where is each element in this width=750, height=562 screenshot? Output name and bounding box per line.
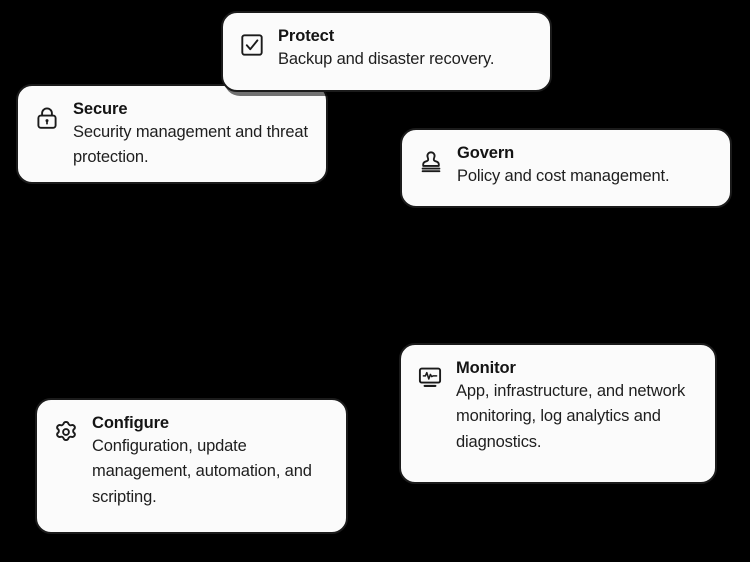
padlock-icon: [32, 103, 62, 133]
capability-card-text: Protect Backup and disaster recovery.: [278, 26, 534, 72]
stamp-icon: [416, 147, 446, 177]
card-title: Secure: [73, 100, 128, 118]
capability-card-configure[interactable]: Configure Configuration, update manageme…: [35, 398, 348, 534]
capability-card-text: Govern Policy and cost management.: [457, 143, 714, 189]
capability-card-text: Monitor App, infrastructure, and network…: [456, 358, 699, 455]
card-description: Security management and threat protectio…: [73, 123, 308, 167]
capability-card-govern[interactable]: Govern Policy and cost management.: [400, 128, 732, 208]
capability-card-monitor[interactable]: Monitor App, infrastructure, and network…: [399, 343, 717, 484]
card-title: Monitor: [456, 359, 516, 377]
card-title: Govern: [457, 144, 515, 162]
gear-icon: [51, 417, 81, 447]
card-description: Policy and cost management.: [457, 167, 670, 186]
capability-card-text: Secure Security management and threat pr…: [73, 99, 310, 171]
card-title: Protect: [278, 27, 335, 45]
card-description: Backup and disaster recovery.: [278, 50, 495, 69]
capability-card-secure[interactable]: Secure Security management and threat pr…: [16, 84, 328, 184]
card-title: Configure: [92, 414, 170, 432]
capability-card-protect[interactable]: Protect Backup and disaster recovery.: [221, 11, 552, 92]
capability-card-text: Configure Configuration, update manageme…: [92, 413, 330, 510]
checkbox-checked-icon: [237, 30, 267, 60]
card-description: Configuration, update management, automa…: [92, 437, 312, 506]
card-description: App, infrastructure, and network monitor…: [456, 382, 686, 451]
monitor-pulse-icon: [415, 362, 445, 392]
